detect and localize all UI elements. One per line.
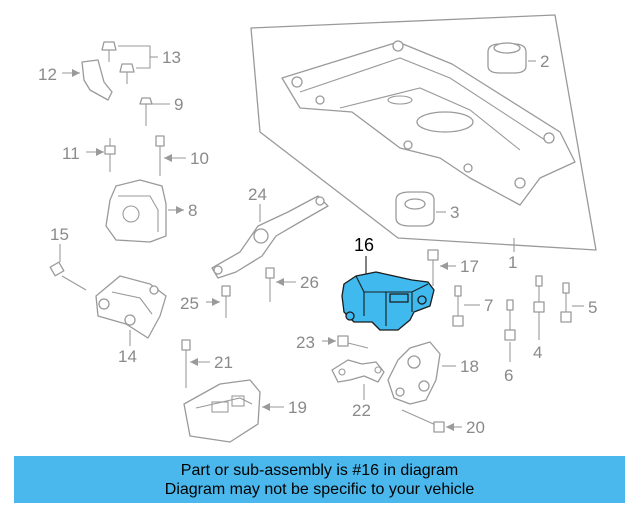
part-7-bolt[interactable] — [452, 285, 480, 327]
callout-2: 2 — [540, 52, 549, 71]
callout-21: 21 — [214, 353, 233, 372]
part-13-screws[interactable] — [101, 41, 158, 84]
callout-16: 16 — [354, 235, 374, 255]
callout-6: 6 — [504, 366, 513, 385]
part-14-mount-bracket[interactable] — [95, 275, 167, 346]
callout-5: 5 — [588, 298, 597, 317]
callout-22: 22 — [352, 401, 371, 420]
callout-26: 26 — [300, 273, 319, 292]
part-21-bolt[interactable] — [181, 339, 210, 388]
parts-diagram: 1 2 3 4 5 6 7 — [38, 14, 597, 443]
part-6-bolt[interactable] — [504, 299, 516, 362]
callout-7: 7 — [484, 296, 493, 315]
part-11-bolt[interactable] — [86, 138, 116, 172]
banner-line-1: Part or sub-assembly is #16 in diagram — [180, 461, 459, 479]
callout-19: 19 — [288, 398, 307, 417]
banner-line-2: Diagram may not be specific to your vehi… — [164, 480, 475, 498]
part-20-bolt[interactable] — [401, 409, 462, 433]
part-5-bolt[interactable] — [560, 282, 584, 323]
callout-14: 14 — [118, 347, 137, 366]
callout-13: 13 — [162, 48, 181, 67]
part-10-bolt[interactable] — [155, 135, 186, 176]
part-25-bolt[interactable] — [206, 285, 231, 318]
callout-1: 1 — [508, 253, 517, 272]
callout-20: 20 — [466, 418, 485, 437]
callout-3: 3 — [450, 203, 459, 222]
part-8-engine-mount[interactable] — [105, 179, 184, 243]
callout-24: 24 — [248, 185, 267, 204]
callout-17: 17 — [460, 257, 479, 276]
callout-15: 15 — [50, 225, 69, 244]
callout-18: 18 — [460, 357, 479, 376]
part-17-bolt[interactable] — [427, 249, 456, 286]
part-4-bolt[interactable] — [533, 275, 545, 340]
callout-9: 9 — [174, 95, 183, 114]
part-1-subframe[interactable] — [250, 14, 597, 252]
part-18-bracket[interactable] — [387, 341, 456, 405]
part-23-bolt[interactable] — [322, 335, 369, 349]
callout-23: 23 — [296, 333, 315, 352]
part-15-bolt[interactable] — [49, 244, 87, 291]
part-9-screw[interactable] — [139, 97, 170, 126]
callout-11: 11 — [62, 144, 80, 163]
info-banner: Part or sub-assembly is #16 in diagram D… — [14, 456, 625, 503]
callout-8: 8 — [188, 201, 197, 220]
callout-4: 4 — [533, 343, 542, 362]
callout-25: 25 — [180, 294, 199, 313]
callout-10: 10 — [190, 149, 209, 168]
part-3-bushing[interactable] — [395, 191, 446, 227]
part-24-torque-arm[interactable] — [211, 195, 329, 279]
part-22-bracket[interactable] — [331, 359, 385, 400]
part-26-bolt[interactable] — [265, 267, 296, 302]
part-2-bushing[interactable] — [487, 42, 536, 74]
part-12-bracket[interactable] — [62, 59, 113, 101]
part-19-mount-block[interactable] — [183, 379, 284, 443]
callout-12: 12 — [38, 65, 57, 84]
part-16-transmission-mount[interactable] — [341, 256, 435, 331]
